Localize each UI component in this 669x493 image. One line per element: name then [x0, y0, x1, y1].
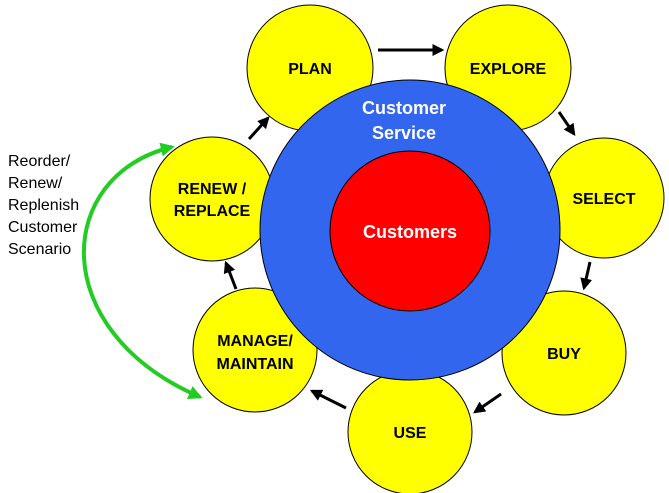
scenario-label-line: Reorder/ — [8, 153, 71, 170]
stage-renew-label-line1: RENEW / — [178, 181, 247, 198]
arrow-manage-to-renew — [223, 260, 238, 290]
scenario-label-line: Scenario — [8, 241, 71, 258]
stage-buy: BUY — [501, 290, 627, 416]
customer-service-label-line1: Customer — [362, 98, 446, 118]
scenario-label-line: Customer — [8, 219, 78, 236]
stage-use: USE — [347, 369, 473, 493]
arrow-use-to-manage — [309, 389, 347, 410]
stage-select-label: SELECT — [572, 191, 635, 208]
arrow-renew-to-plan — [247, 116, 270, 141]
customer-service-label-line2: Service — [372, 123, 436, 143]
customers-core-circle — [329, 150, 491, 312]
stage-renew: RENEW / REPLACE — [149, 136, 275, 262]
stage-buy-label: BUY — [547, 346, 581, 363]
stage-renew-label-line2: REPLACE — [174, 203, 251, 220]
scenario-label-line: Replenish — [8, 197, 79, 214]
customers-core: Customers — [329, 150, 491, 312]
scenario-label-line: Renew/ — [8, 175, 63, 192]
scenario-arc-arrow — [82, 142, 203, 399]
stage-manage-label-line1: MANAGE/ — [217, 333, 293, 350]
scenario-label: Reorder/ Renew/ Replenish Customer Scena… — [8, 153, 79, 258]
stage-buy-circle — [501, 290, 627, 416]
arrow-explore-to-select — [557, 111, 576, 136]
cycle-arrows — [223, 44, 593, 414]
arrow-buy-to-use — [473, 392, 502, 414]
stage-use-label: USE — [394, 425, 427, 442]
arrow-select-to-buy — [580, 261, 593, 291]
stage-explore-label: EXPLORE — [470, 61, 547, 78]
stage-manage-label-line2: MAINTAIN — [216, 356, 293, 373]
stage-select: SELECT — [543, 137, 665, 259]
stage-manage: MANAGE/ MAINTAIN — [192, 287, 318, 413]
customers-core-label: Customers — [363, 222, 457, 242]
stage-plan-label: PLAN — [288, 61, 332, 78]
stage-renew-circle — [149, 136, 275, 262]
